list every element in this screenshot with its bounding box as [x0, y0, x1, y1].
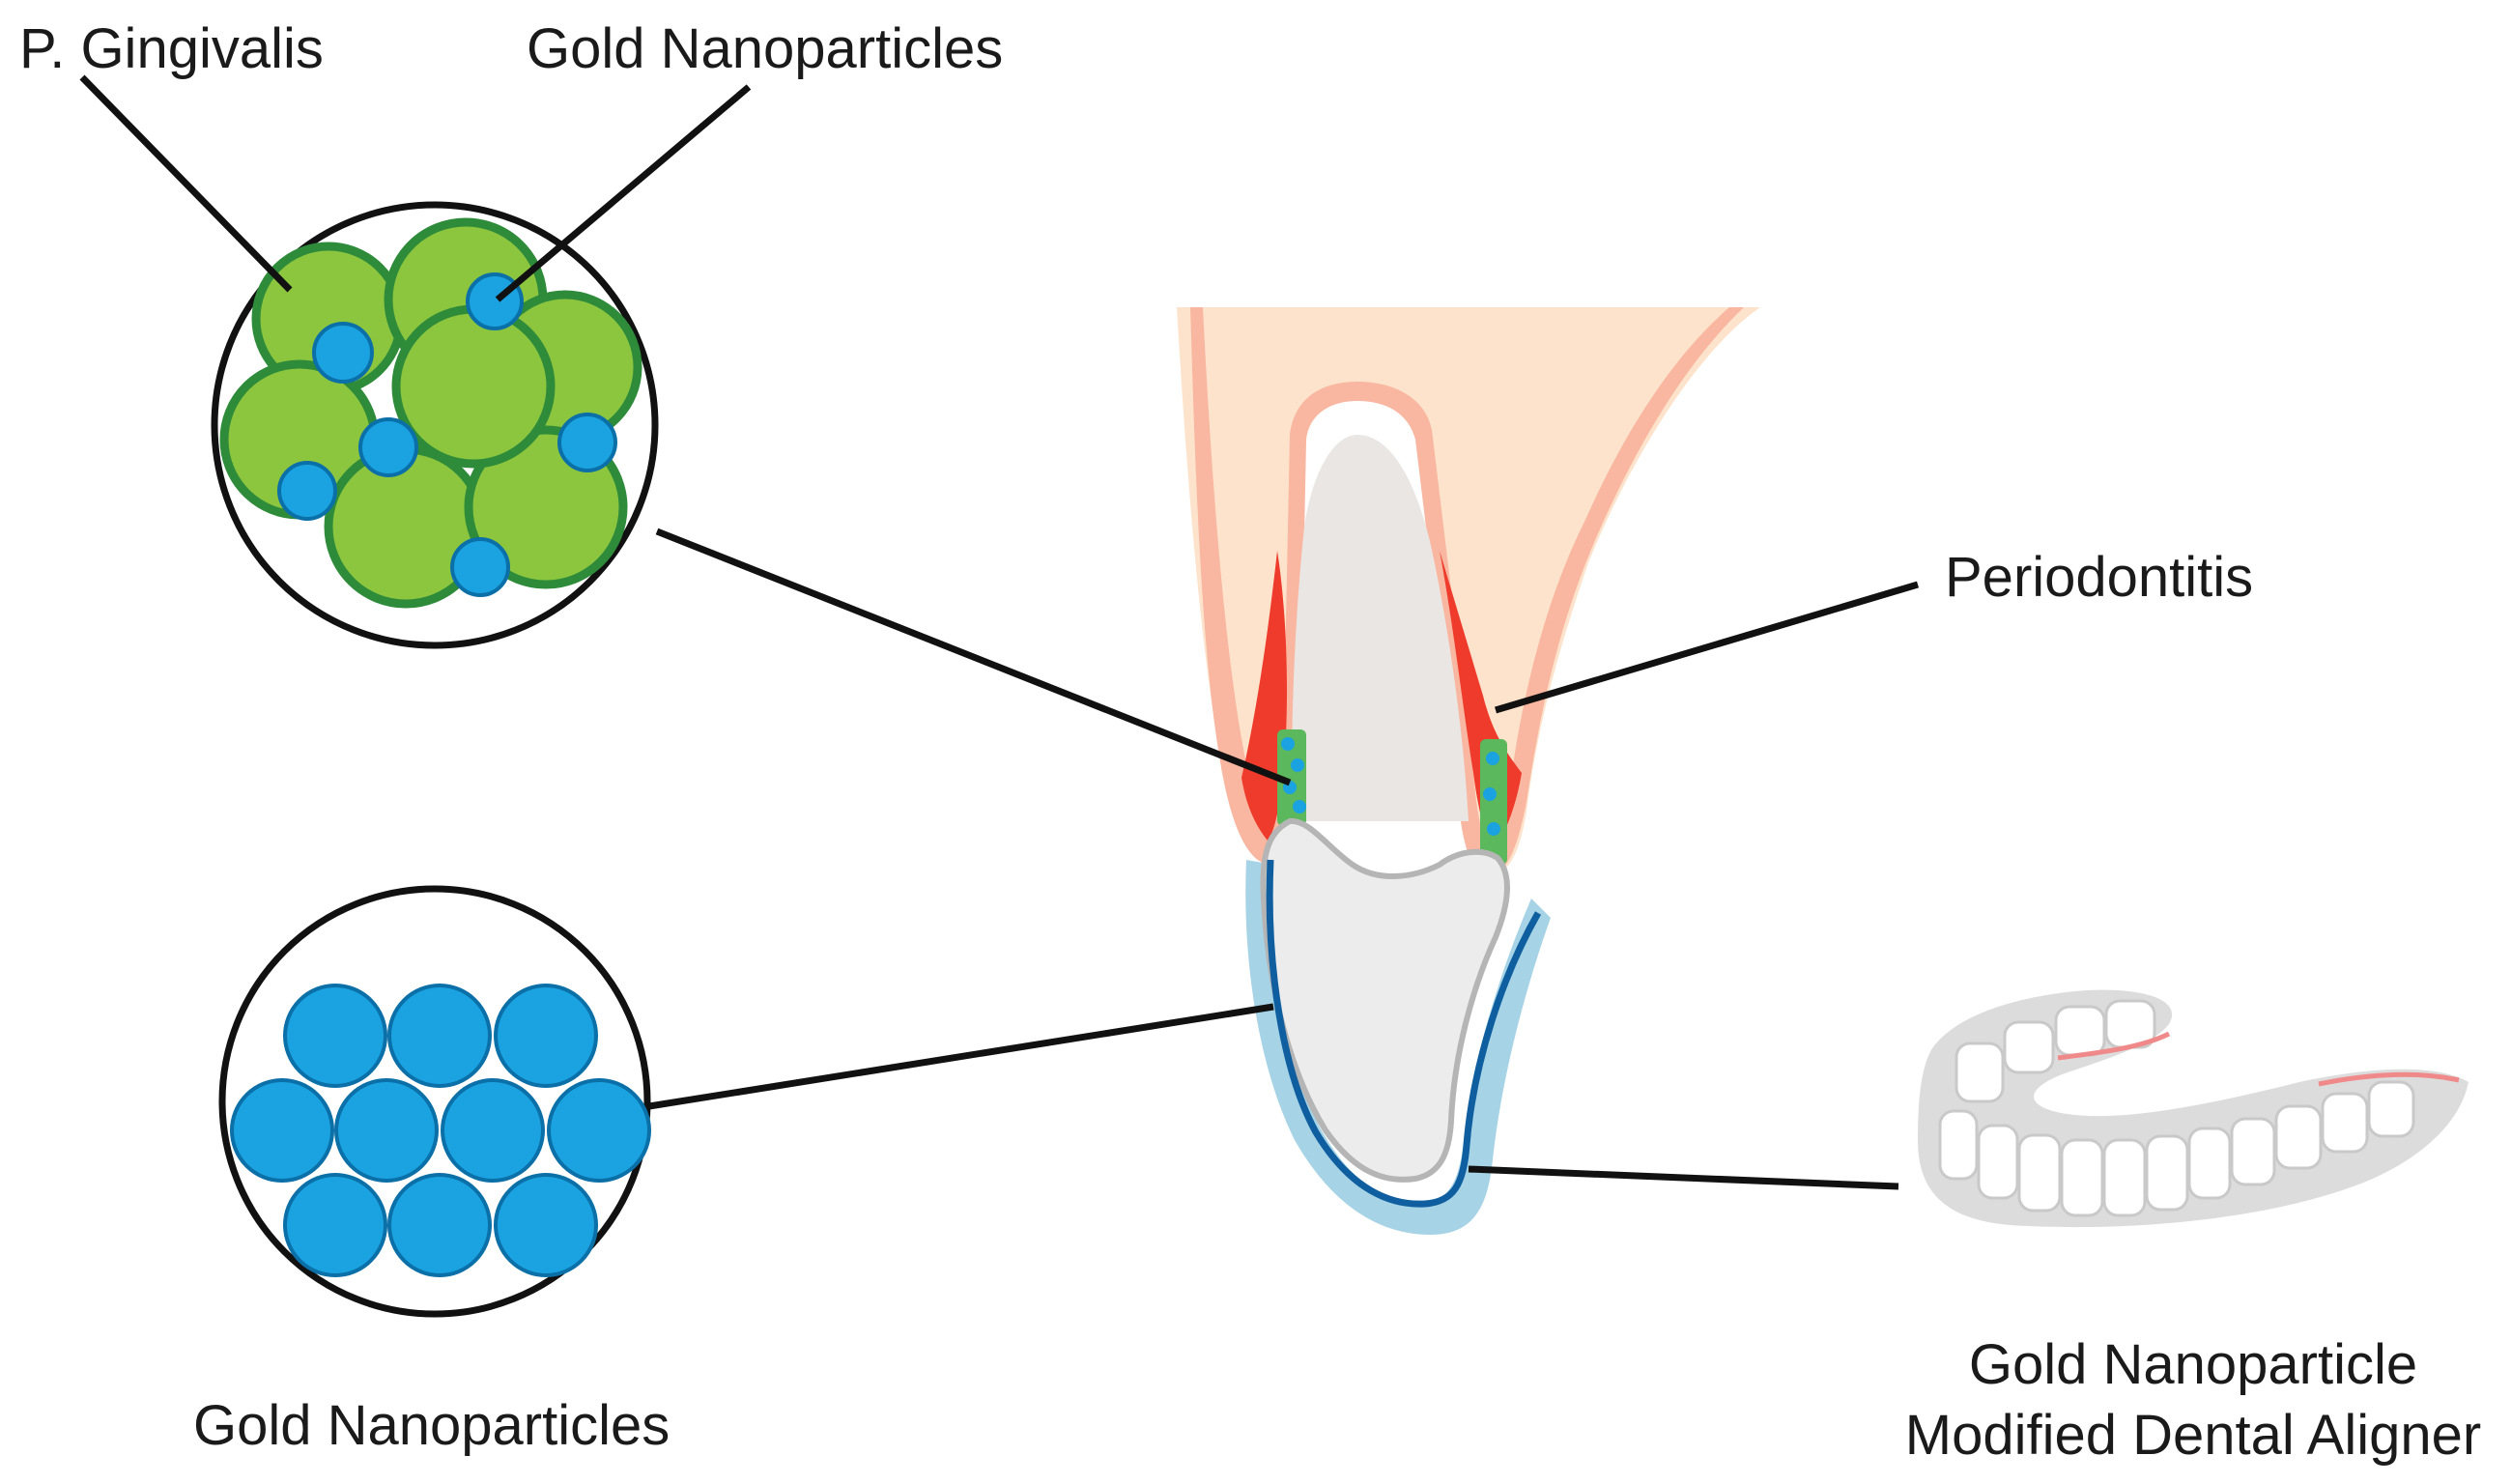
leader-p-gingivalis — [79, 74, 293, 293]
gold-nanoparticle — [1281, 737, 1295, 751]
aligner-tooth — [2017, 1133, 2062, 1213]
gold-nanoparticle — [1487, 822, 1500, 836]
aligner-tooth — [2230, 1117, 2276, 1186]
aligner-tooth — [2145, 1134, 2189, 1212]
gold-nanoparticle — [387, 1173, 492, 1277]
gold-nanoparticle — [387, 984, 492, 1088]
gold-nanoparticle — [1293, 800, 1306, 813]
gold-nanoparticle — [358, 417, 418, 477]
aligner-gum-line — [2057, 1031, 2460, 1087]
label-periodontitis: Periodontitis — [1945, 546, 2253, 609]
gold-nanoparticle — [547, 1078, 651, 1183]
leader-nanoparticles-to-aligner — [648, 1003, 1274, 1110]
gold-nanoparticle — [230, 1078, 334, 1183]
aligner-tooth — [2003, 1020, 2055, 1074]
tooth-root — [1292, 435, 1469, 821]
aligner-tooth — [2367, 1080, 2415, 1138]
aligner-tooth — [2102, 1138, 2147, 1217]
gold-nanoparticle — [283, 984, 387, 1088]
attached-nanoparticles — [277, 272, 617, 597]
gold-nanoparticle — [494, 1173, 598, 1277]
leader-lines — [79, 74, 1919, 1190]
gum-tissue — [1177, 307, 1760, 874]
leader-gold-nanoparticles-top — [495, 84, 752, 302]
biofilm-right — [1480, 739, 1507, 865]
aligner-tooth — [1955, 1042, 2005, 1103]
gold-nanoparticle — [494, 984, 598, 1088]
gold-nanoparticle — [450, 537, 510, 597]
label-gold-nanoparticles-top: Gold Nanoparticles — [527, 17, 1003, 80]
gold-nanoparticle — [557, 413, 617, 472]
leader-periodontitis — [1495, 581, 1919, 714]
label-aligner-line2: Modified Dental Aligner — [1905, 1404, 2481, 1467]
aligner-tooth — [1977, 1124, 2019, 1200]
gold-nanoparticle — [1486, 752, 1499, 765]
aligner-tooth — [2321, 1092, 2369, 1154]
aligner-tooth — [2274, 1104, 2323, 1170]
aligner-teeth — [1938, 999, 2415, 1217]
label-aligner-line1: Gold Nanoparticle — [1969, 1333, 2417, 1396]
bacteria-cluster-inset — [211, 201, 659, 649]
gold-nanoparticle — [312, 322, 374, 384]
aligner-tooth — [2060, 1138, 2104, 1217]
leader-aligner-edge — [1468, 1165, 1899, 1190]
nanoparticle-inset — [218, 885, 651, 1318]
dental-aligner-illustration — [1918, 989, 2468, 1228]
gold-nanoparticle — [334, 1078, 439, 1183]
aligner-tooth — [2054, 1005, 2106, 1057]
p-gingivalis-cells — [219, 217, 642, 609]
label-gold-nanoparticles-bottom: Gold Nanoparticles — [193, 1394, 670, 1457]
aligner-tooth — [1938, 1109, 1979, 1181]
leader-inset-to-biofilm — [655, 528, 1292, 786]
gold-nanoparticle — [1483, 787, 1497, 801]
bacterium — [391, 304, 556, 469]
nanoparticle-grid — [230, 984, 651, 1277]
biofilm-nanoparticles — [1281, 737, 1500, 836]
tooth-section — [1177, 307, 1760, 1235]
gold-nanoparticle — [1291, 758, 1304, 772]
aligner-tooth — [2187, 1127, 2232, 1200]
gold-nanoparticle — [441, 1078, 545, 1183]
aligner-edge — [1266, 859, 1542, 1208]
gold-nanoparticle — [283, 1173, 387, 1277]
gold-nanoparticle — [277, 461, 337, 521]
label-p-gingivalis: P. Gingivalis — [19, 17, 324, 80]
